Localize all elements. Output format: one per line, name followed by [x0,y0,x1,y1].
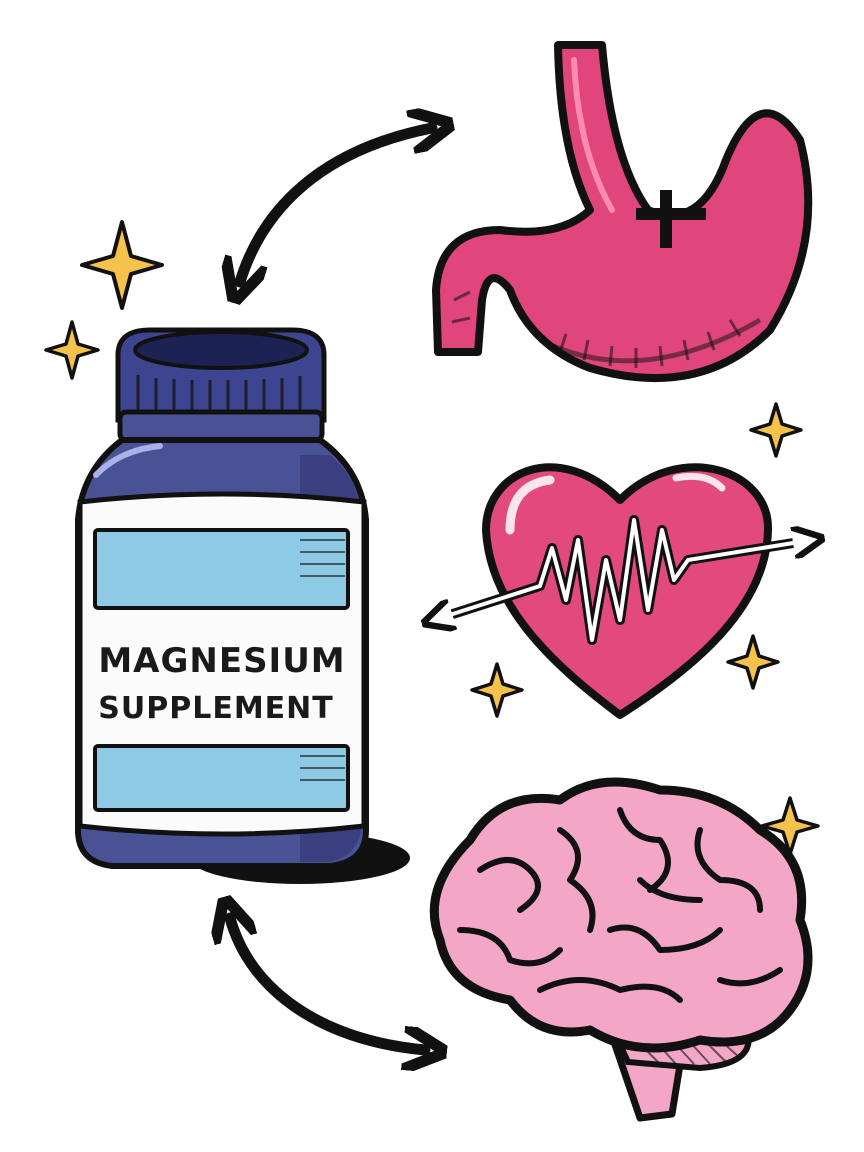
heartbeat-line-icon [434,515,812,645]
sparkle-icon [80,220,164,310]
bottle-label-line-2: SUPPLEMENT [98,691,333,726]
sparkle-icon [44,320,100,380]
brain-icon [429,777,813,1122]
bottle-label-line-1: MAGNESIUM [98,641,345,681]
stomach-icon [432,41,813,382]
bottle-icon: MAGNESIUM SUPPLEMENT [75,327,410,884]
sparkle-icon [726,634,780,690]
sparkle-icon [470,662,524,718]
arrow-icon [240,128,432,282]
sparkle-icon [749,402,803,458]
arrow-icon [230,918,425,1050]
